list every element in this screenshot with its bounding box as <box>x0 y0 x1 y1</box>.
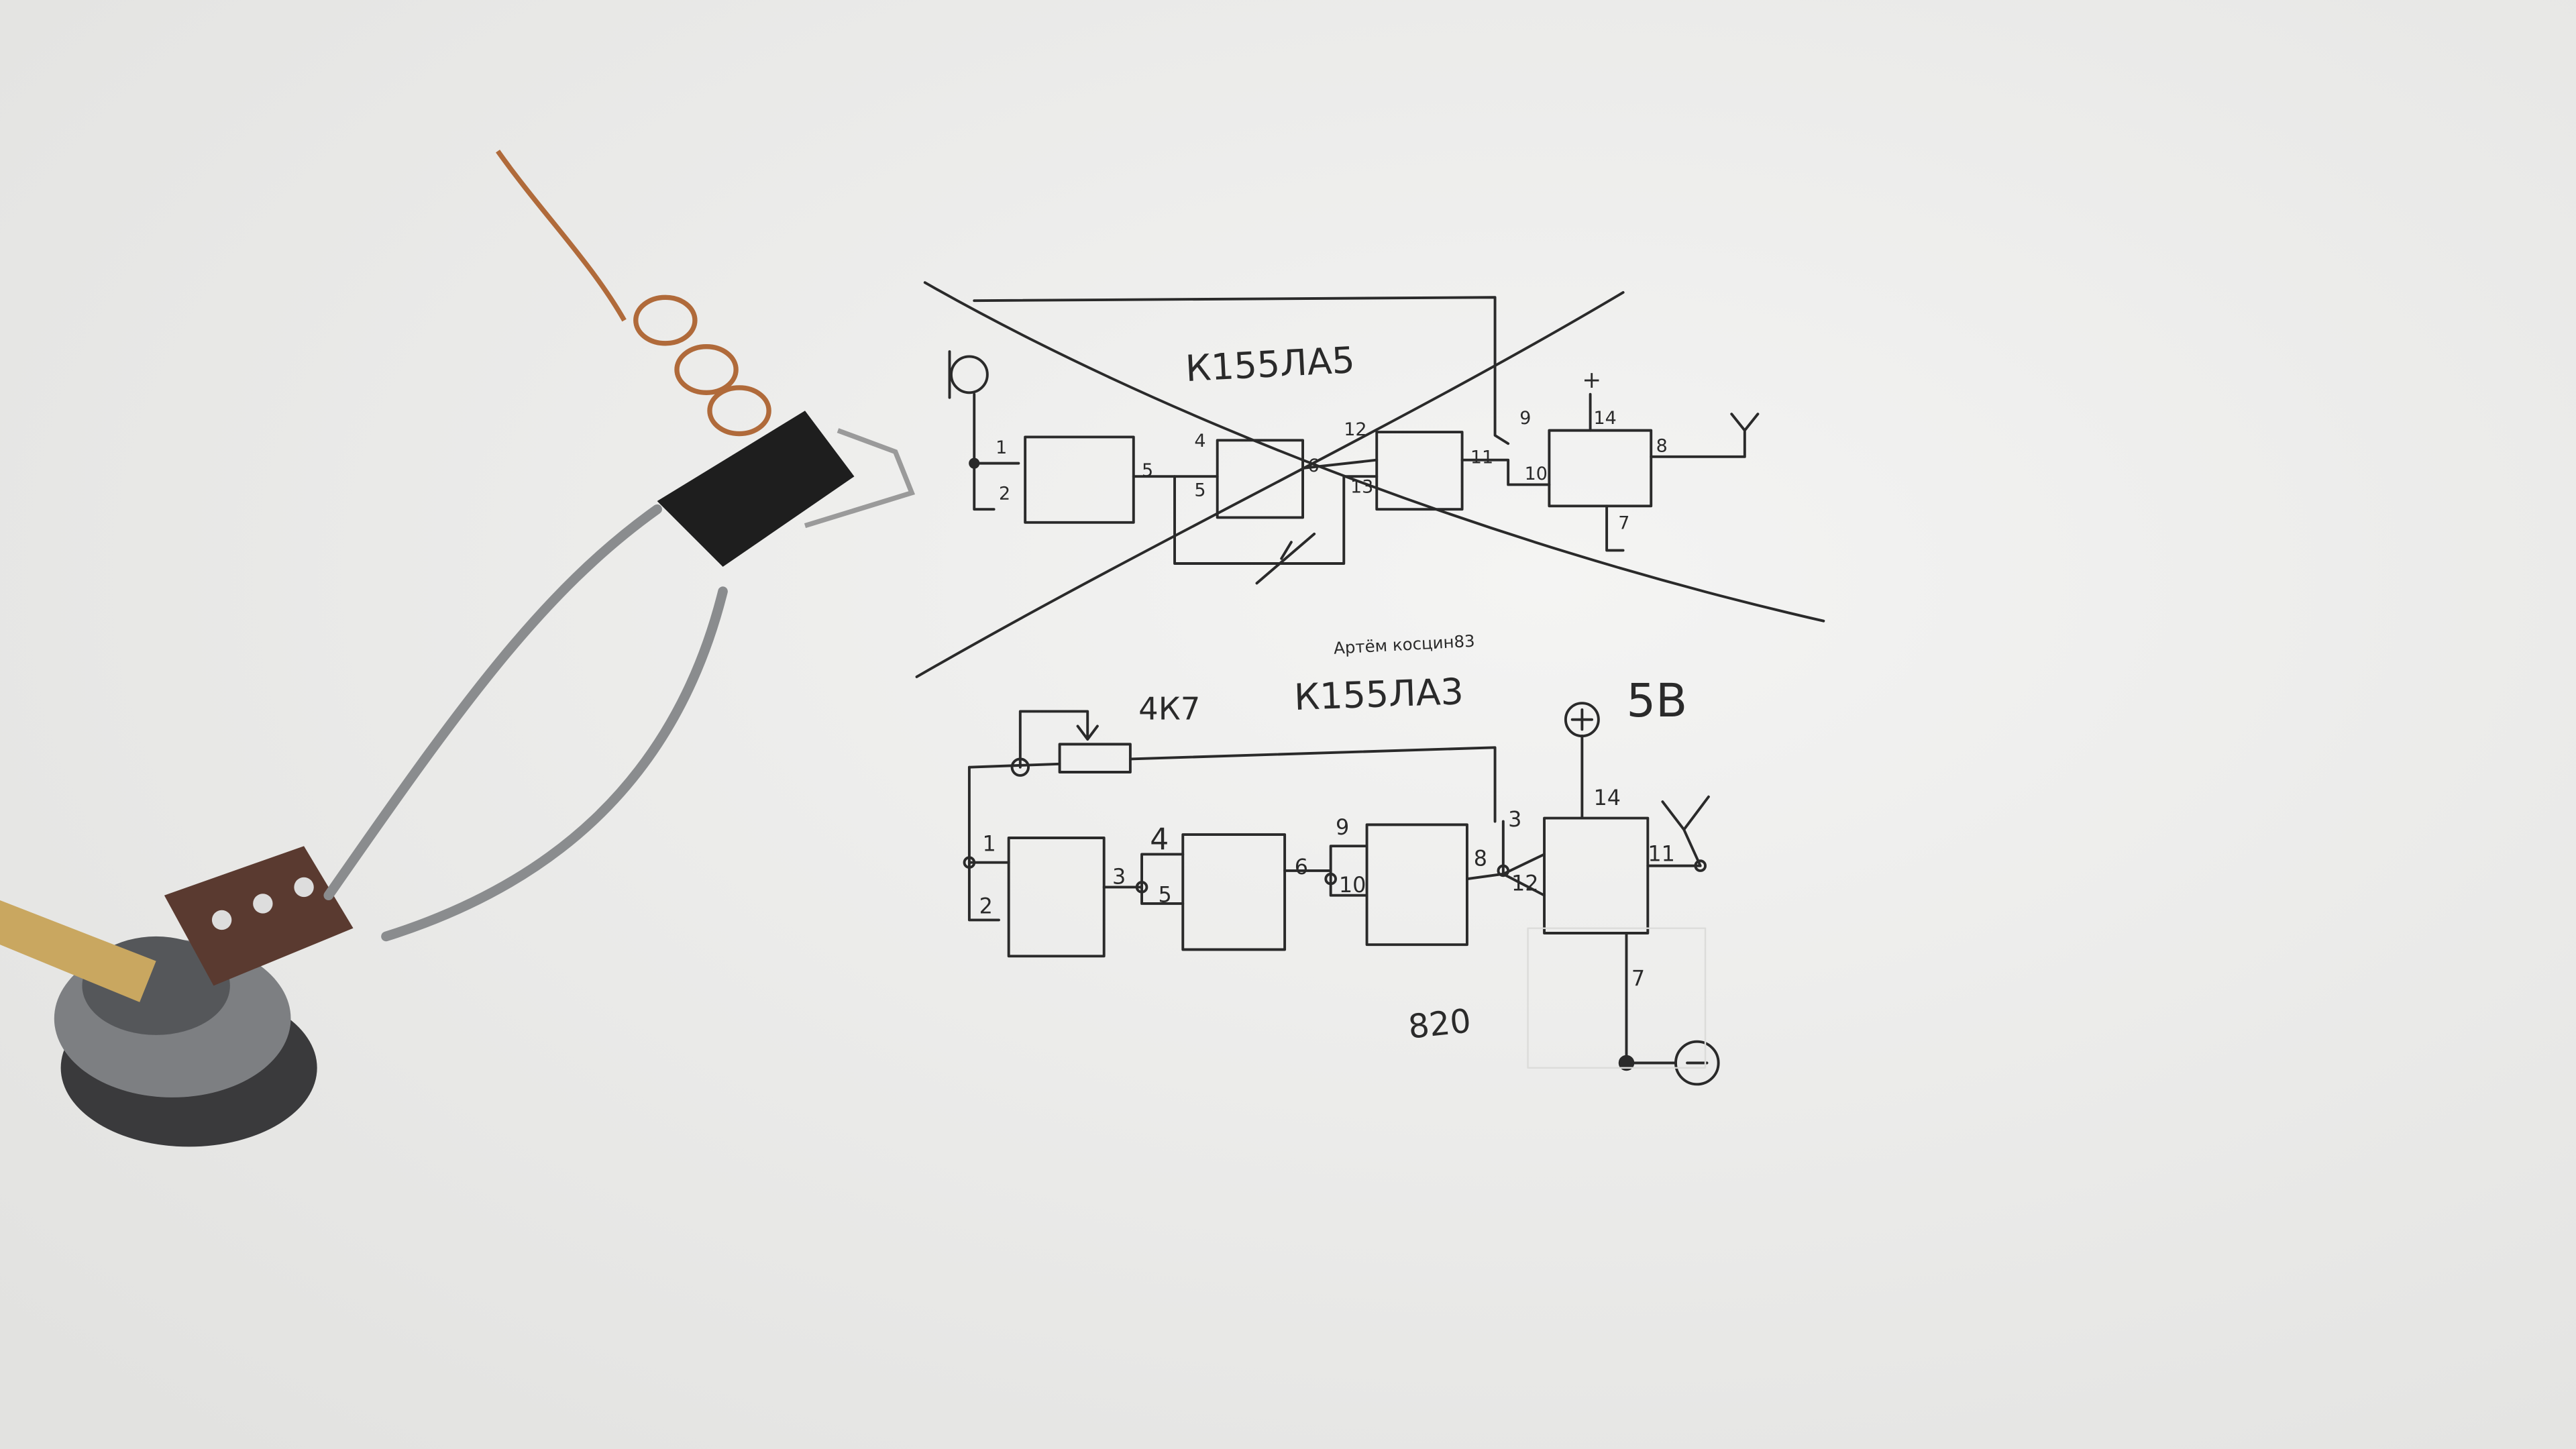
svg-text:8: 8 <box>1474 846 1487 871</box>
svg-text:7: 7 <box>1631 965 1645 991</box>
potentiometer <box>0 846 354 1147</box>
svg-text:4: 4 <box>1150 822 1169 857</box>
copper-coil <box>496 150 771 437</box>
svg-text:5: 5 <box>1142 460 1153 481</box>
svg-text:1: 1 <box>996 437 1007 458</box>
svg-text:12: 12 <box>1511 870 1539 896</box>
minus-terminal-label: − <box>0 0 1 1</box>
bottom-pin-labels: 1 2 3 4 5 6 9 10 8 3 12 14 11 7 <box>979 785 1675 991</box>
svg-text:8: 8 <box>1656 435 1668 456</box>
svg-text:6: 6 <box>1295 854 1308 879</box>
top-plus-label: + <box>1582 367 1601 394</box>
svg-text:2: 2 <box>979 894 993 919</box>
top-schematic <box>915 281 1825 678</box>
resistor-label: 4К7 <box>1138 691 1200 727</box>
svg-text:9: 9 <box>1519 408 1531 429</box>
svg-text:1: 1 <box>982 831 996 857</box>
svg-text:12: 12 <box>1344 419 1366 440</box>
svg-text:5: 5 <box>1194 480 1205 501</box>
svg-text:9: 9 <box>1336 814 1349 840</box>
svg-text:10: 10 <box>1339 872 1366 898</box>
svg-text:4: 4 <box>1194 431 1205 451</box>
svg-text:11: 11 <box>1648 841 1675 866</box>
voltage-label: 5В <box>1626 674 1687 728</box>
top-chip-label: К155ЛА5 <box>1185 339 1356 390</box>
svg-text:2: 2 <box>999 483 1010 504</box>
svg-text:10: 10 <box>1525 464 1548 484</box>
resistor2-label: 820 <box>1407 1002 1473 1046</box>
svg-text:13: 13 <box>1350 477 1373 498</box>
svg-text:7: 7 <box>1618 513 1629 534</box>
svg-text:11: 11 <box>1470 447 1493 468</box>
svg-text:3: 3 <box>1508 806 1521 832</box>
ic-chip <box>657 411 916 567</box>
top-pin-labels: 1 2 5 4 5 6 12 13 11 9 10 14 8 7 <box>996 408 1668 534</box>
wires <box>323 504 728 942</box>
svg-text:5: 5 <box>1159 881 1172 907</box>
svg-text:3: 3 <box>1112 864 1126 890</box>
svg-text:6: 6 <box>1307 455 1319 476</box>
bottom-schematic <box>963 702 1720 1086</box>
svg-text:14: 14 <box>1594 408 1617 429</box>
bottom-chip-label: К155ЛА3 <box>1293 670 1464 718</box>
svg-text:14: 14 <box>1594 785 1621 810</box>
